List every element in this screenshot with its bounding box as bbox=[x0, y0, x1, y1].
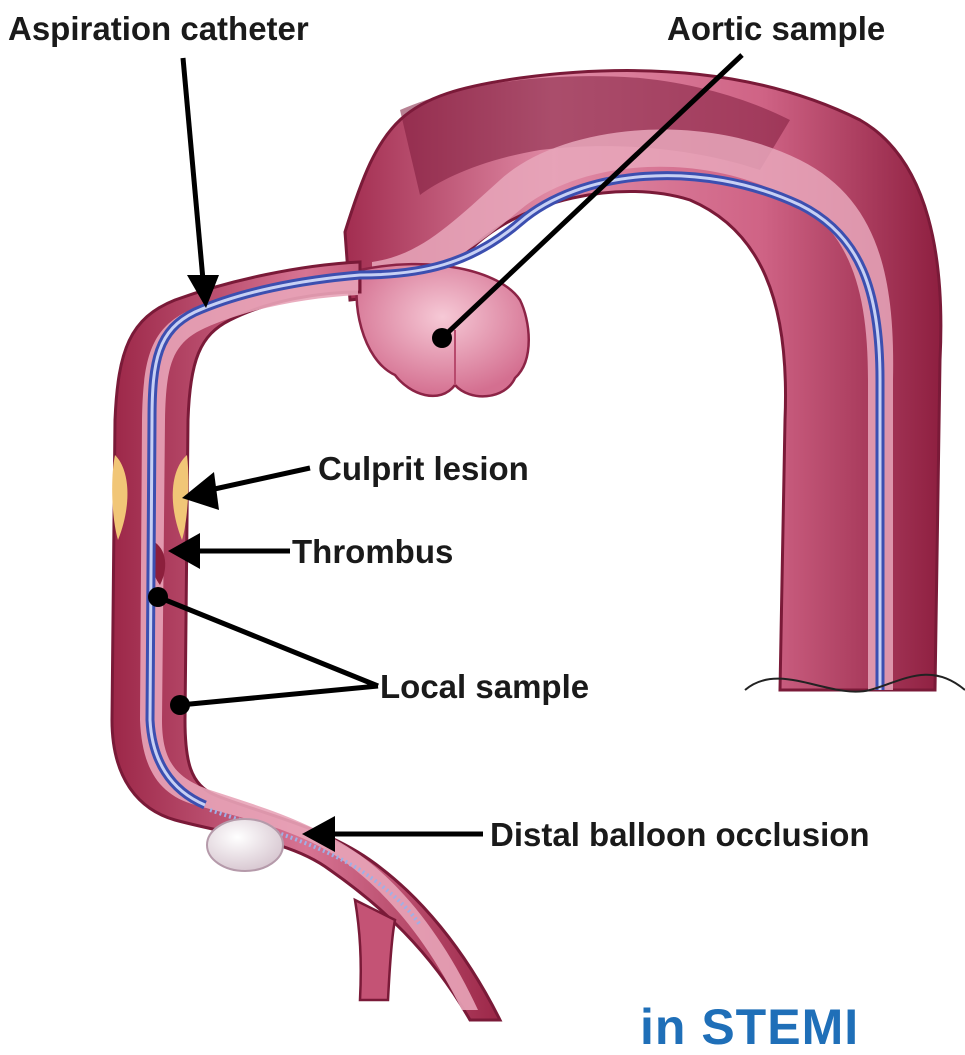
distal-balloon bbox=[207, 819, 283, 871]
label-thrombus: Thrombus bbox=[292, 535, 453, 568]
label-aspiration-catheter: Aspiration catheter bbox=[8, 12, 309, 45]
label-distal-balloon: Distal balloon occlusion bbox=[490, 818, 870, 851]
label-aortic-sample: Aortic sample bbox=[667, 12, 885, 45]
label-local-sample: Local sample bbox=[380, 670, 589, 703]
caption-text: in STEMI bbox=[640, 1002, 859, 1052]
label-culprit-lesion: Culprit lesion bbox=[318, 452, 529, 485]
